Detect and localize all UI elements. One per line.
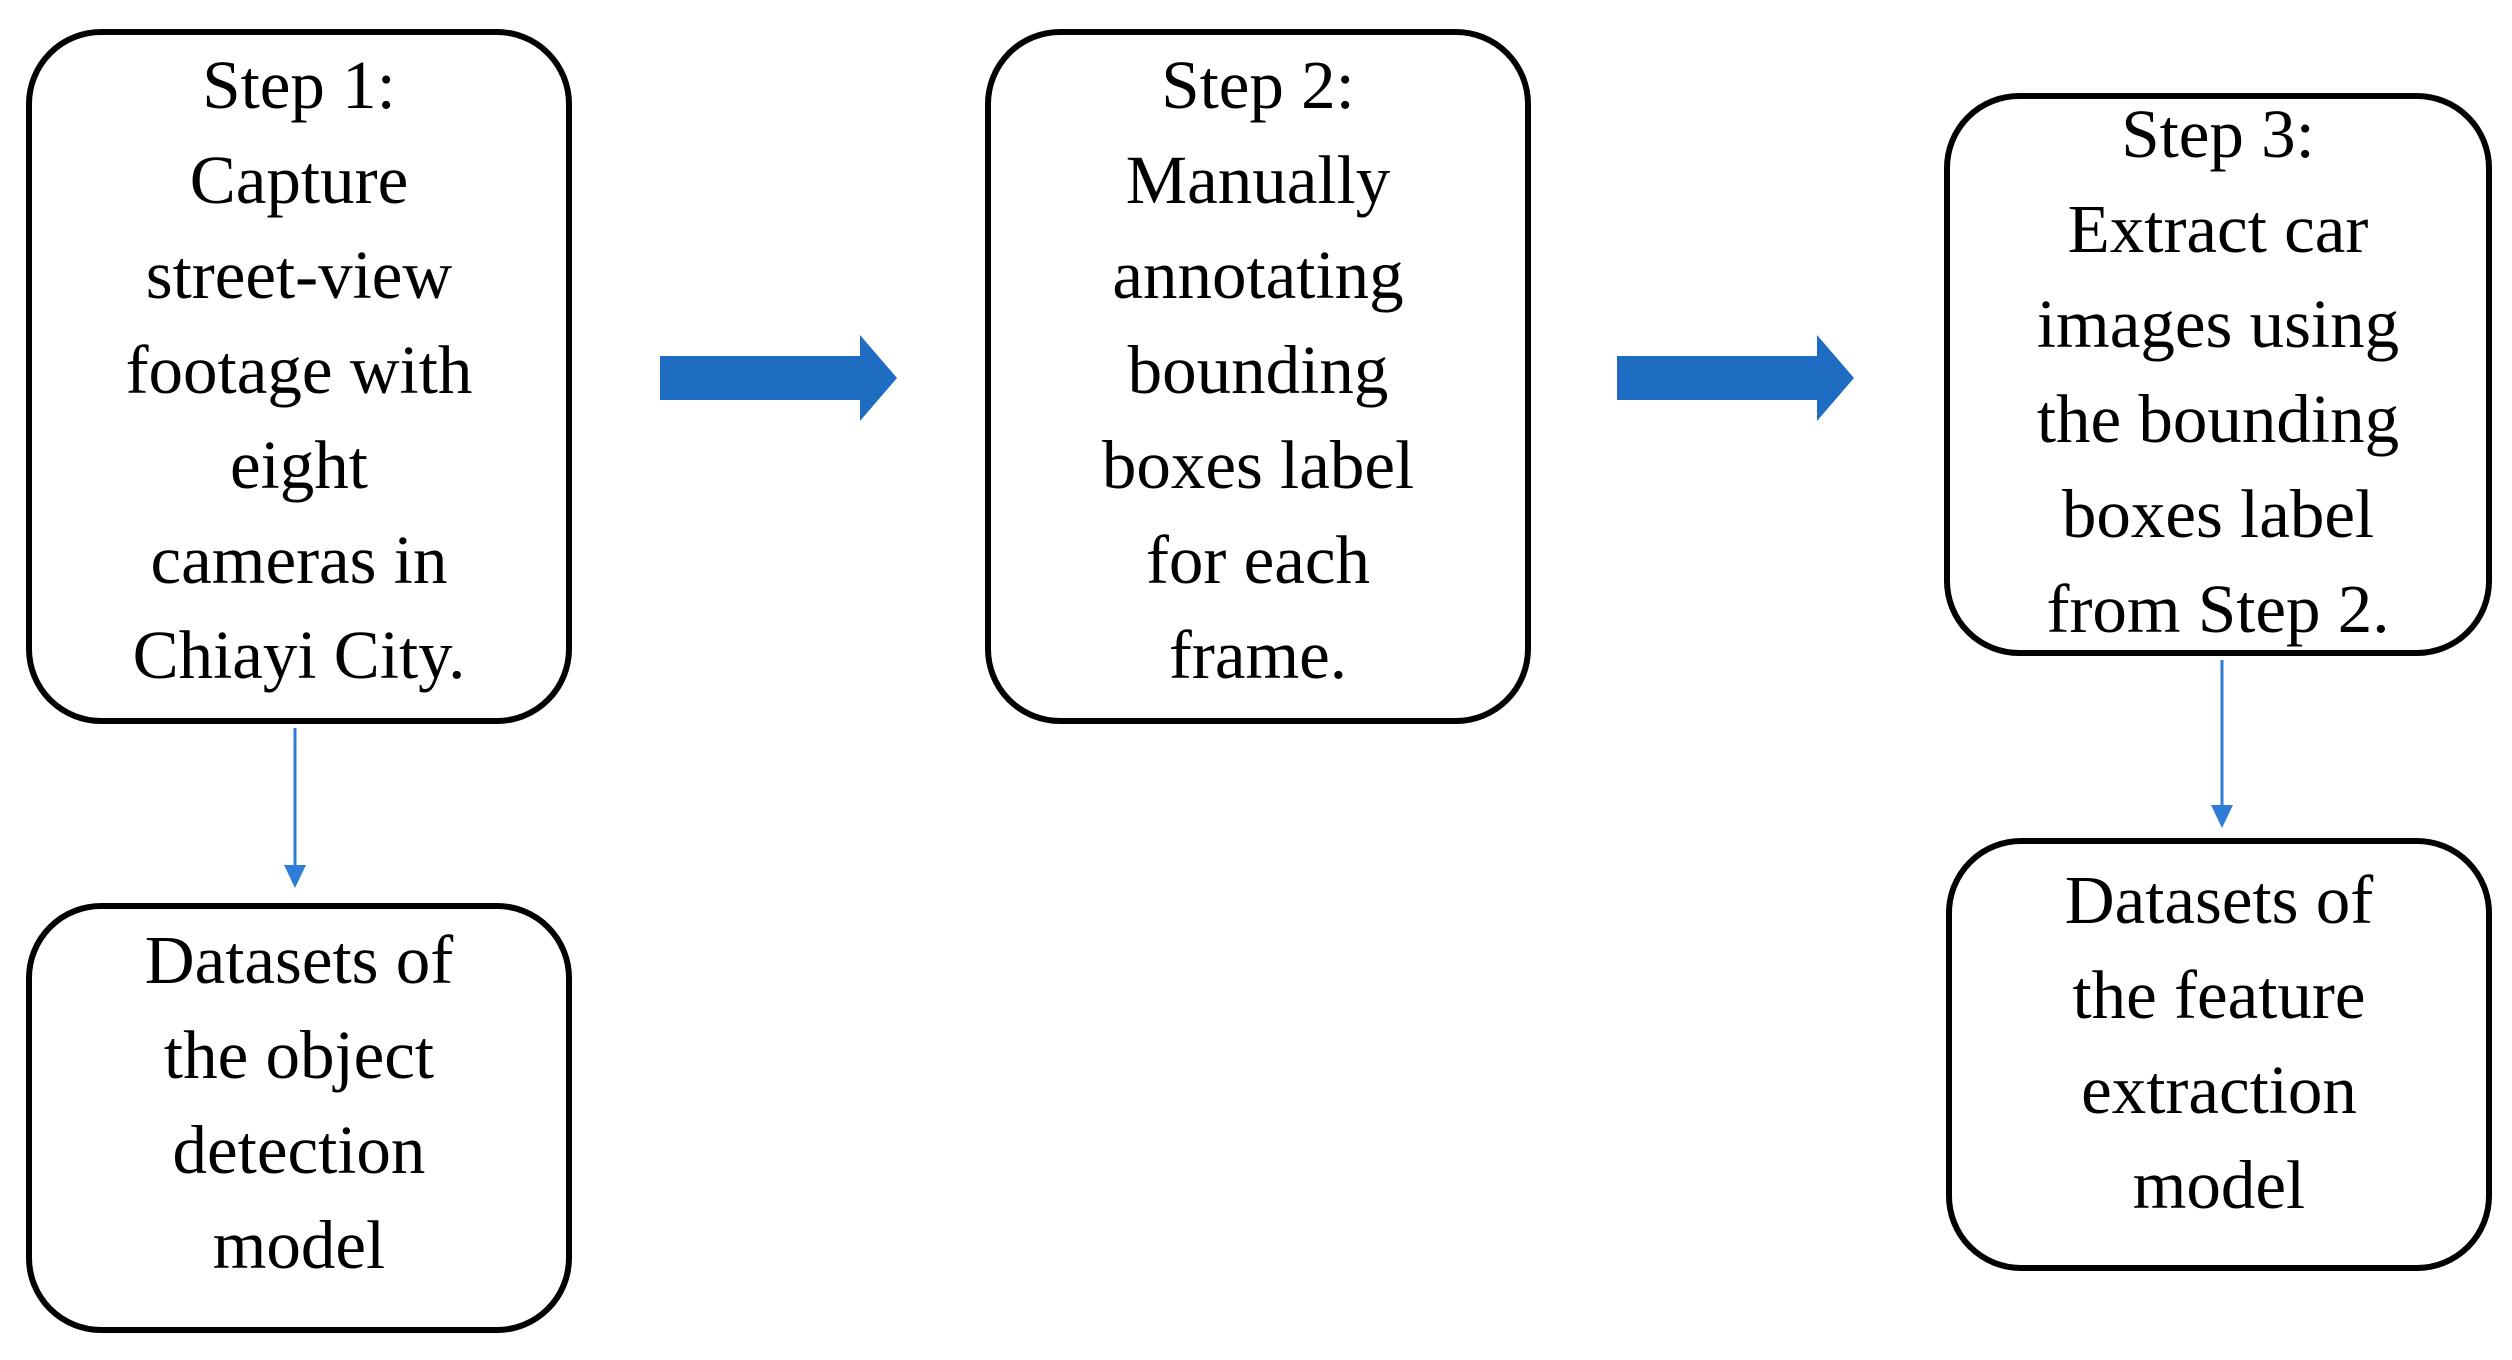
dataset-feature-line-1: Datasets of	[2064, 862, 2374, 938]
arrow-head-step3-to-dataset-feature	[2211, 805, 2233, 828]
step-2-line-5: boxes label	[1101, 427, 1415, 503]
arrow-head-step1-to-dataset-detection	[284, 865, 306, 888]
dataset-detection-line-2: the object	[163, 1017, 435, 1093]
step-2-line-2: Manually	[1125, 142, 1391, 218]
step-3-line-3: images using	[2036, 286, 2400, 362]
step-1-box: Step 1: Capture street-view footage with…	[26, 29, 572, 724]
step-3-box: Step 3: Extract car images using the bou…	[1944, 93, 2492, 656]
step-2-line-6: for each	[1145, 522, 1371, 598]
dataset-feature-line-3: extraction	[2081, 1052, 2357, 1128]
step-2-line-7: frame.	[1168, 617, 1348, 693]
dataset-feature-line-4: model	[2132, 1147, 2306, 1223]
dataset-detection-line-3: detection	[172, 1112, 426, 1188]
step-3-line-5: boxes label	[2061, 476, 2375, 552]
step-1-line-6: cameras in	[150, 522, 448, 598]
step-1-line-3: street-view	[145, 237, 453, 313]
step-3-line-2: Extract car	[2067, 191, 2369, 267]
dataset-detection-line-1: Datasets of	[144, 922, 454, 998]
step-1-line-5: eight	[230, 427, 368, 503]
dataset-detection-line-4: model	[212, 1207, 386, 1283]
dataset-feature-extraction-box: Datasets of the feature extraction model	[1946, 838, 2492, 1271]
step-1-line-4: footage with	[125, 332, 473, 408]
arrow-step2-to-step3	[1617, 335, 1854, 421]
step-3-line-6: from Step 2.	[2046, 571, 2390, 647]
step-2-line-1: Step 2:	[1161, 47, 1355, 123]
arrow-step1-to-step2	[660, 335, 897, 421]
step-3-line-1: Step 3:	[2121, 96, 2315, 172]
step-1-line-1: Step 1:	[202, 47, 396, 123]
step-1-line-7: Chiayi City.	[132, 617, 466, 693]
step-1-line-2: Capture	[189, 142, 409, 218]
dataset-feature-line-2: the feature	[2072, 957, 2366, 1033]
step-2-line-3: annotating	[1112, 237, 1404, 313]
step-3-line-4: the bounding	[2036, 381, 2400, 457]
dataset-object-detection-box: Datasets of the object detection model	[26, 903, 572, 1333]
step-2-line-4: bounding	[1127, 332, 1389, 408]
step-2-box: Step 2: Manually annotating bounding box…	[985, 29, 1531, 724]
